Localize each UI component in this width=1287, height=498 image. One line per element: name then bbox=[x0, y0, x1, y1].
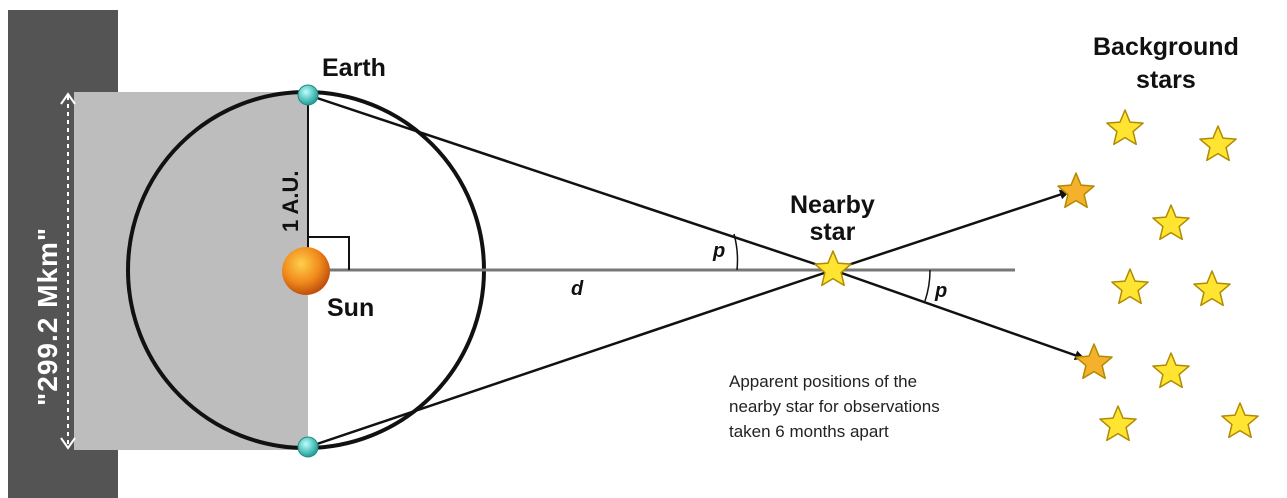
nearby-star-label: Nearby star bbox=[790, 192, 875, 246]
background-star-icon bbox=[1100, 406, 1136, 440]
earth-icon bbox=[298, 85, 318, 105]
background-star-icon bbox=[1153, 353, 1189, 387]
background-star-icon bbox=[1200, 126, 1236, 160]
background-stars-label: Background stars bbox=[1093, 31, 1239, 97]
parallax-arc-left bbox=[734, 234, 737, 270]
earth-icon-six-months bbox=[298, 437, 318, 457]
background-star-icon bbox=[1194, 271, 1230, 305]
nearby-star-icon bbox=[815, 251, 851, 285]
parallax-label-left: p bbox=[713, 240, 725, 263]
apparent-star-lower-icon bbox=[1076, 344, 1112, 378]
apparent-star-upper-icon bbox=[1058, 173, 1094, 207]
au-label: 1 A.U. bbox=[278, 170, 304, 232]
background-star-icon bbox=[1153, 205, 1189, 239]
parallax-arc-right bbox=[925, 270, 930, 301]
background-star-icon bbox=[1222, 403, 1258, 437]
sight-line-top bbox=[308, 95, 833, 270]
background-star-icon bbox=[1107, 110, 1143, 144]
observation-note: Apparent positions of the nearby star fo… bbox=[729, 369, 940, 444]
earth-label: Earth bbox=[322, 54, 386, 83]
shaded-half-orbit-panel bbox=[74, 92, 308, 450]
background-star-icon bbox=[1112, 269, 1148, 303]
sun-label: Sun bbox=[327, 294, 374, 323]
projected-arrow-lower bbox=[833, 270, 1083, 358]
measurement-label: "299.2 Mkm" bbox=[32, 227, 64, 406]
sun-icon bbox=[282, 247, 330, 295]
distance-label: d bbox=[571, 278, 583, 301]
parallax-label-right: p bbox=[935, 280, 947, 303]
